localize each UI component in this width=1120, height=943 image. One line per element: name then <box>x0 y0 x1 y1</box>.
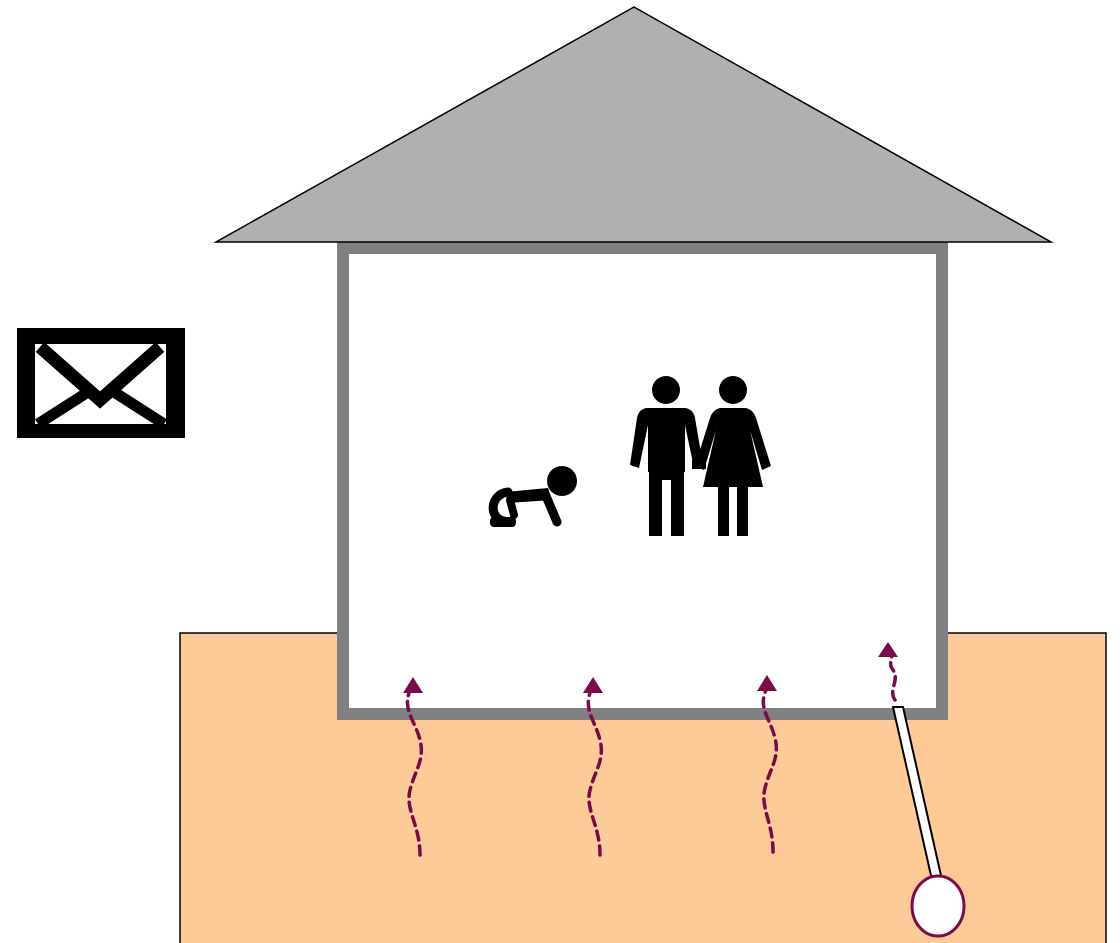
house-wall <box>343 248 942 714</box>
envelope-icon <box>17 328 185 438</box>
hand-hold <box>692 460 706 469</box>
roof <box>216 7 1051 242</box>
